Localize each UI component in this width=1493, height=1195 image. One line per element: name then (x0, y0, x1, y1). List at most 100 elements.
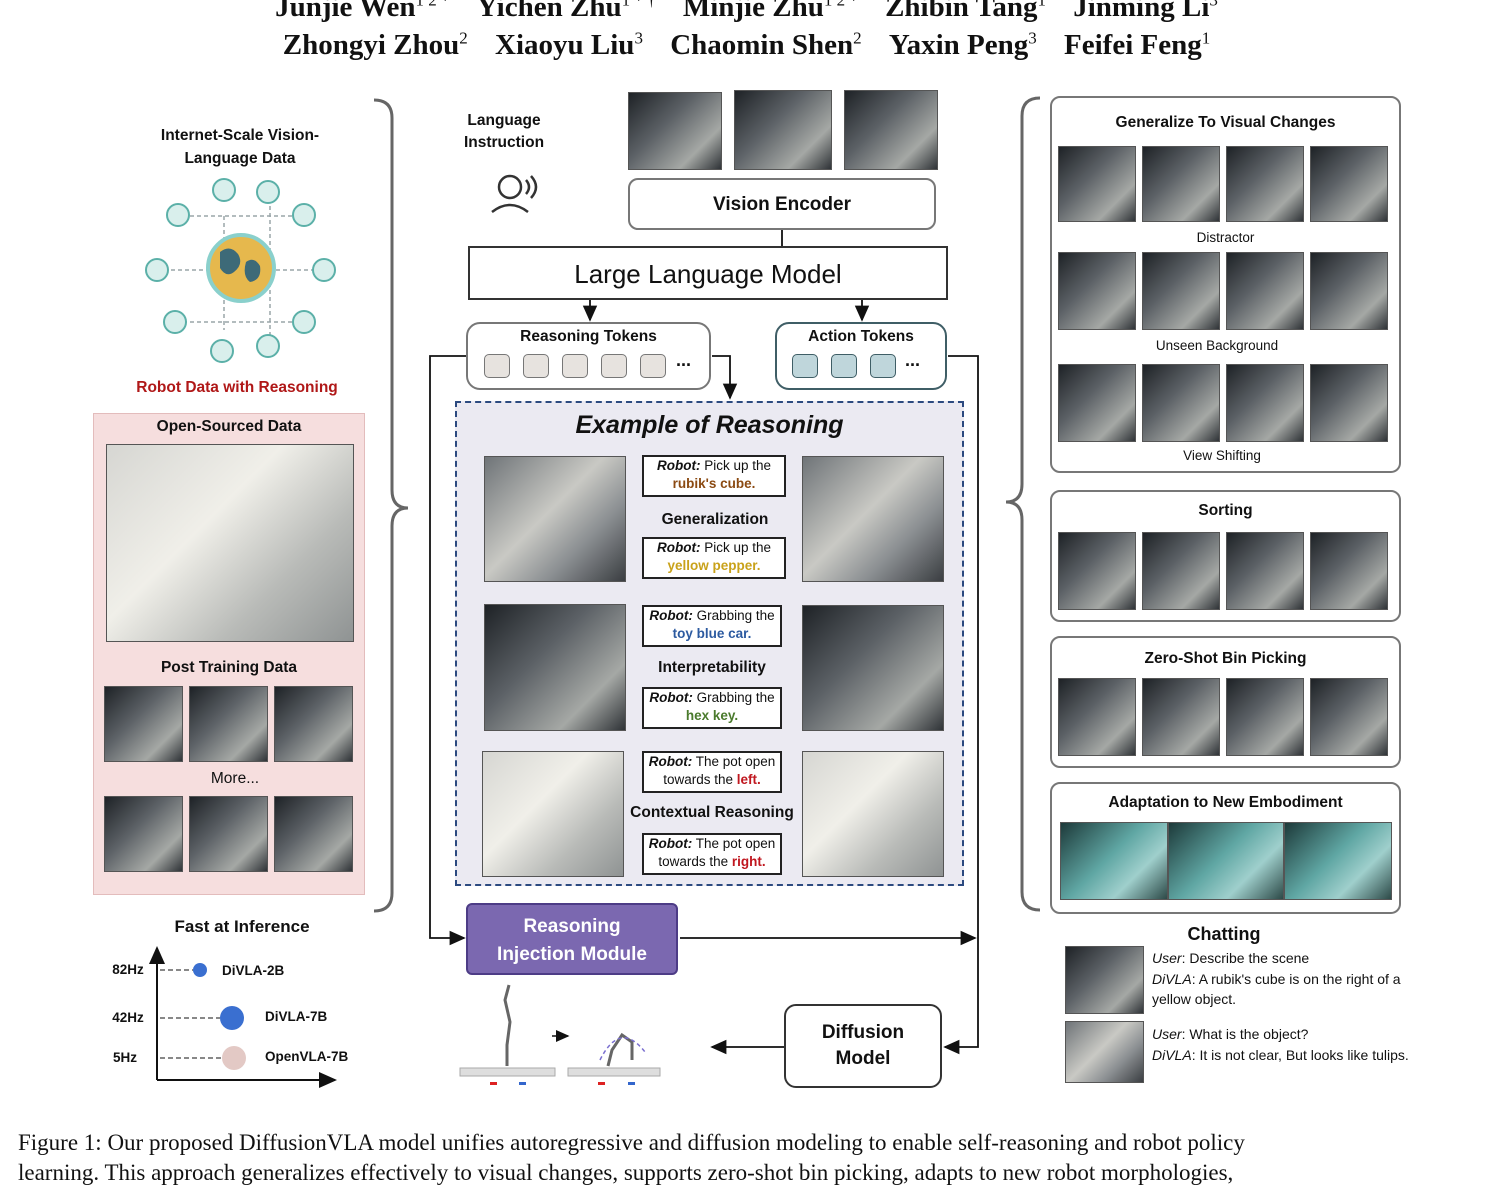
example-image (802, 605, 944, 731)
reasoning-bubble: Robot: The pot open towards the right. (642, 833, 782, 875)
example-image (802, 751, 944, 877)
robot-arm-markers (490, 1082, 635, 1085)
example-image (484, 456, 626, 582)
example-reasoning-panel: Example of Reasoning Robot: Pick up the … (455, 401, 964, 886)
action-tokens-label: Action Tokens (808, 328, 914, 345)
chat-entry: User: Describe the scene DiVLA: A rubik'… (1152, 950, 1401, 1007)
reasoning-tokens-box: Reasoning Tokens ... (466, 322, 711, 390)
llm-label: Large Language Model (574, 259, 842, 289)
bin-picking-image (1226, 678, 1304, 756)
author: Zhongyi Zhou2 (282, 28, 468, 61)
vision-encoder-label: Vision Encoder (713, 194, 851, 215)
visual-change-image (1226, 364, 1304, 442)
example-title: Example of Reasoning (575, 411, 844, 439)
example-image (482, 751, 624, 877)
sorting-image (1310, 532, 1388, 610)
bin-picking-image (1310, 678, 1388, 756)
reasoning-bubble: Robot: Grabbing the toy blue car. (642, 605, 782, 647)
reasoning-token (484, 354, 510, 378)
post-training-title: Post Training Data (160, 659, 298, 676)
action-to-diffusion-arrow (943, 355, 979, 1055)
unseen-background-label: Unseen Background (1155, 338, 1279, 353)
speed-label-82hz: 82Hz (112, 962, 144, 977)
speaker-icon (491, 174, 538, 214)
sorting-image (1226, 532, 1304, 610)
author: Chaomin Shen2 (670, 28, 862, 61)
speed-marks (160, 963, 246, 1070)
category-label: Generalization (661, 511, 769, 528)
action-token (831, 354, 857, 378)
embodiment-image (1060, 822, 1168, 900)
open-sourced-collage (106, 444, 354, 642)
author-line-2: Zhongyi Zhou2 Xiaoyu Liu3 Chaomin Shen2 … (0, 28, 1493, 62)
reasoning-bubble: Robot: The pot open towards the left. (642, 751, 782, 793)
reasoning-token (523, 354, 549, 378)
speed-label-42hz: 42Hz (112, 1010, 144, 1025)
model-label-divla-7b: DiVLA-7B (265, 1009, 328, 1024)
visual-change-image (1142, 252, 1220, 330)
author: Xiaoyu Liu3 (495, 28, 643, 61)
example-image (484, 604, 626, 731)
diagram-connectors (145, 96, 1041, 1088)
speed-label-5hz: 5Hz (112, 1050, 137, 1065)
action-ellipsis: ... (905, 350, 921, 370)
reasoning-bubble: Robot: Pick up the yellow pepper. (642, 537, 786, 579)
sorting-image (1142, 532, 1220, 610)
visual-changes-title: Generalize To Visual Changes (1115, 114, 1336, 131)
figure-caption: Figure 1: Our proposed DiffusionVLA mode… (18, 1128, 1480, 1188)
chatting-title: Chatting (1187, 924, 1261, 944)
bin-picking-image (1142, 678, 1220, 756)
author: Zhibin Tang1 (885, 0, 1046, 23)
right-brace (1005, 96, 1041, 912)
reasoning-bubble: Robot: Pick up the rubik's cube. (642, 455, 786, 497)
reasoning-ellipsis: ... (676, 350, 692, 370)
post-training-image (104, 686, 183, 762)
post-training-image (189, 796, 268, 872)
bin-picking-panel: Zero-Shot Bin Picking (1050, 636, 1401, 768)
chat-image (1065, 1021, 1144, 1083)
action-token (792, 354, 818, 378)
reasoning-token (601, 354, 627, 378)
bin-picking-title: Zero-Shot Bin Picking (1144, 650, 1307, 667)
camera-view-image (734, 90, 832, 170)
post-training-image (274, 686, 353, 762)
model-label-divla-2b: DiVLA-2B (222, 963, 285, 978)
caption-line: learning. This approach generalizes effe… (18, 1160, 1234, 1185)
reasoning-token (640, 354, 666, 378)
reasoning-to-example-arrow (712, 355, 738, 400)
embodiment-image (1168, 822, 1284, 900)
visual-change-image (1058, 364, 1136, 442)
left-brace (373, 98, 409, 913)
reasoning-token (562, 354, 588, 378)
view-shifting-label: View Shifting (1183, 448, 1261, 463)
visual-change-image (1310, 252, 1388, 330)
camera-view-image (844, 90, 938, 170)
globe-icon (206, 233, 276, 303)
author-line-1: Junjie Wen1 2 * Yichen Zhu1 * † Minjie Z… (0, 0, 1493, 24)
category-label: Interpretability (658, 659, 766, 676)
document-icons (145, 178, 336, 363)
globe-continents (220, 248, 261, 282)
embodiment-image (1284, 822, 1392, 900)
author: Minjie Zhu1 2 * (682, 0, 858, 23)
visual-change-image (1142, 364, 1220, 442)
bin-picking-image (1058, 678, 1136, 756)
visual-change-image (1310, 146, 1388, 222)
visual-changes-panel: Generalize To Visual Changes Distractor … (1050, 96, 1401, 473)
embodiment-panel: Adaptation to New Embodiment (1050, 782, 1401, 914)
visual-change-image (1226, 146, 1304, 222)
diffusion-model-box: Diffusion Model (784, 1004, 942, 1088)
fast-inference-title: Fast at Inference (174, 917, 310, 936)
author: Yaxin Peng3 (888, 28, 1037, 61)
robot-data-title: Robot Data with Reasoning (136, 379, 338, 396)
author: Jinming Li3 (1073, 0, 1218, 23)
visual-change-image (1142, 146, 1220, 222)
post-training-image (274, 796, 353, 872)
action-tokens-box: Action Tokens ... (775, 322, 947, 390)
robot-data-panel: Open-Sourced Data Post Training Data Mor… (93, 413, 365, 895)
speed-point (222, 1046, 246, 1070)
visual-change-image (1226, 252, 1304, 330)
reasoning-tokens-label: Reasoning Tokens (520, 328, 657, 345)
category-label: Contextual Reasoning (630, 804, 794, 821)
author: Feifei Feng1 (1064, 28, 1211, 61)
